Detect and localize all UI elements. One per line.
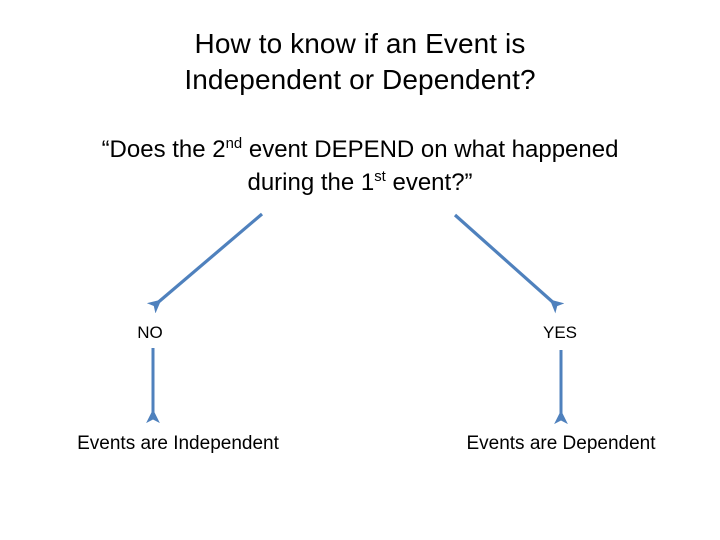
- question-line-2-suffix: event?”: [385, 169, 473, 196]
- question-text: “Does the 2nd event DEPEND on what happe…: [26, 133, 694, 199]
- question-line-2-superscript: st: [374, 169, 386, 185]
- title-line-1: How to know if an Event is: [194, 28, 526, 59]
- branch-label-no: NO: [137, 323, 163, 342]
- question-line-1-superscript: nd: [225, 136, 243, 152]
- arrow-diagonal-left: [146, 212, 264, 314]
- arrow-diagonal-right: [453, 213, 565, 314]
- question-line-1-prefix: “Does the 2: [101, 136, 226, 163]
- page-title: How to know if an Event is Independent o…: [60, 26, 660, 98]
- question-line-1-suffix: event DEPEND on what happened: [242, 136, 619, 163]
- outcome-events-independent: Events are Independent: [77, 433, 279, 454]
- title-line-2: Independent or Dependent?: [184, 64, 536, 95]
- question-line-2: during the 1st event?”: [26, 166, 694, 199]
- outcome-events-dependent: Events are Dependent: [466, 433, 656, 454]
- question-line-2-prefix: during the 1: [247, 169, 375, 196]
- question-line-1: “Does the 2nd event DEPEND on what happe…: [26, 133, 694, 166]
- branch-label-yes: YES: [542, 323, 578, 342]
